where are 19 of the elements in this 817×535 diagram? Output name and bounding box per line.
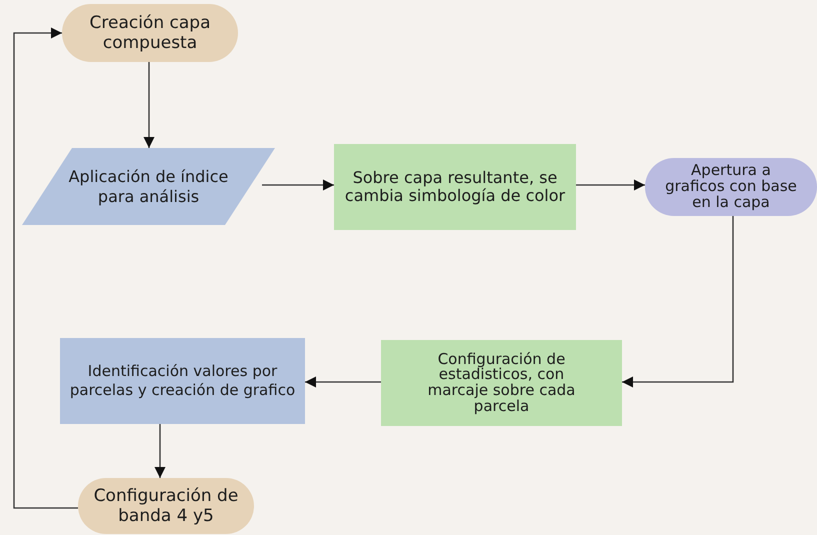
arrow [262,180,334,190]
node-label: Creación capa compuesta [88,12,212,54]
node-label: Sobre capa resultante, se cambia simbología de color [344,168,566,206]
input-parallelogram [22,148,275,225]
node-label: Apertura a graficos con base en la capa [664,163,798,211]
node-label: Configuración de banda 4 y5 [92,486,240,526]
process-box [381,340,622,426]
node-label: Identificación valores por parcelas y creación de grafico [68,362,296,400]
arrow [13,28,78,509]
arrow [305,376,381,388]
node-label: Aplicación de índice para análisis [68,166,230,206]
terminal-box [645,158,817,216]
arrow [154,424,166,478]
node-label: Configuración de estadisticos, con marcaje sobre cada parcela [426,352,576,414]
process-box [334,144,576,230]
arrow [576,180,645,190]
arrow [144,62,154,148]
arrow [622,216,734,388]
process-box [60,338,305,424]
